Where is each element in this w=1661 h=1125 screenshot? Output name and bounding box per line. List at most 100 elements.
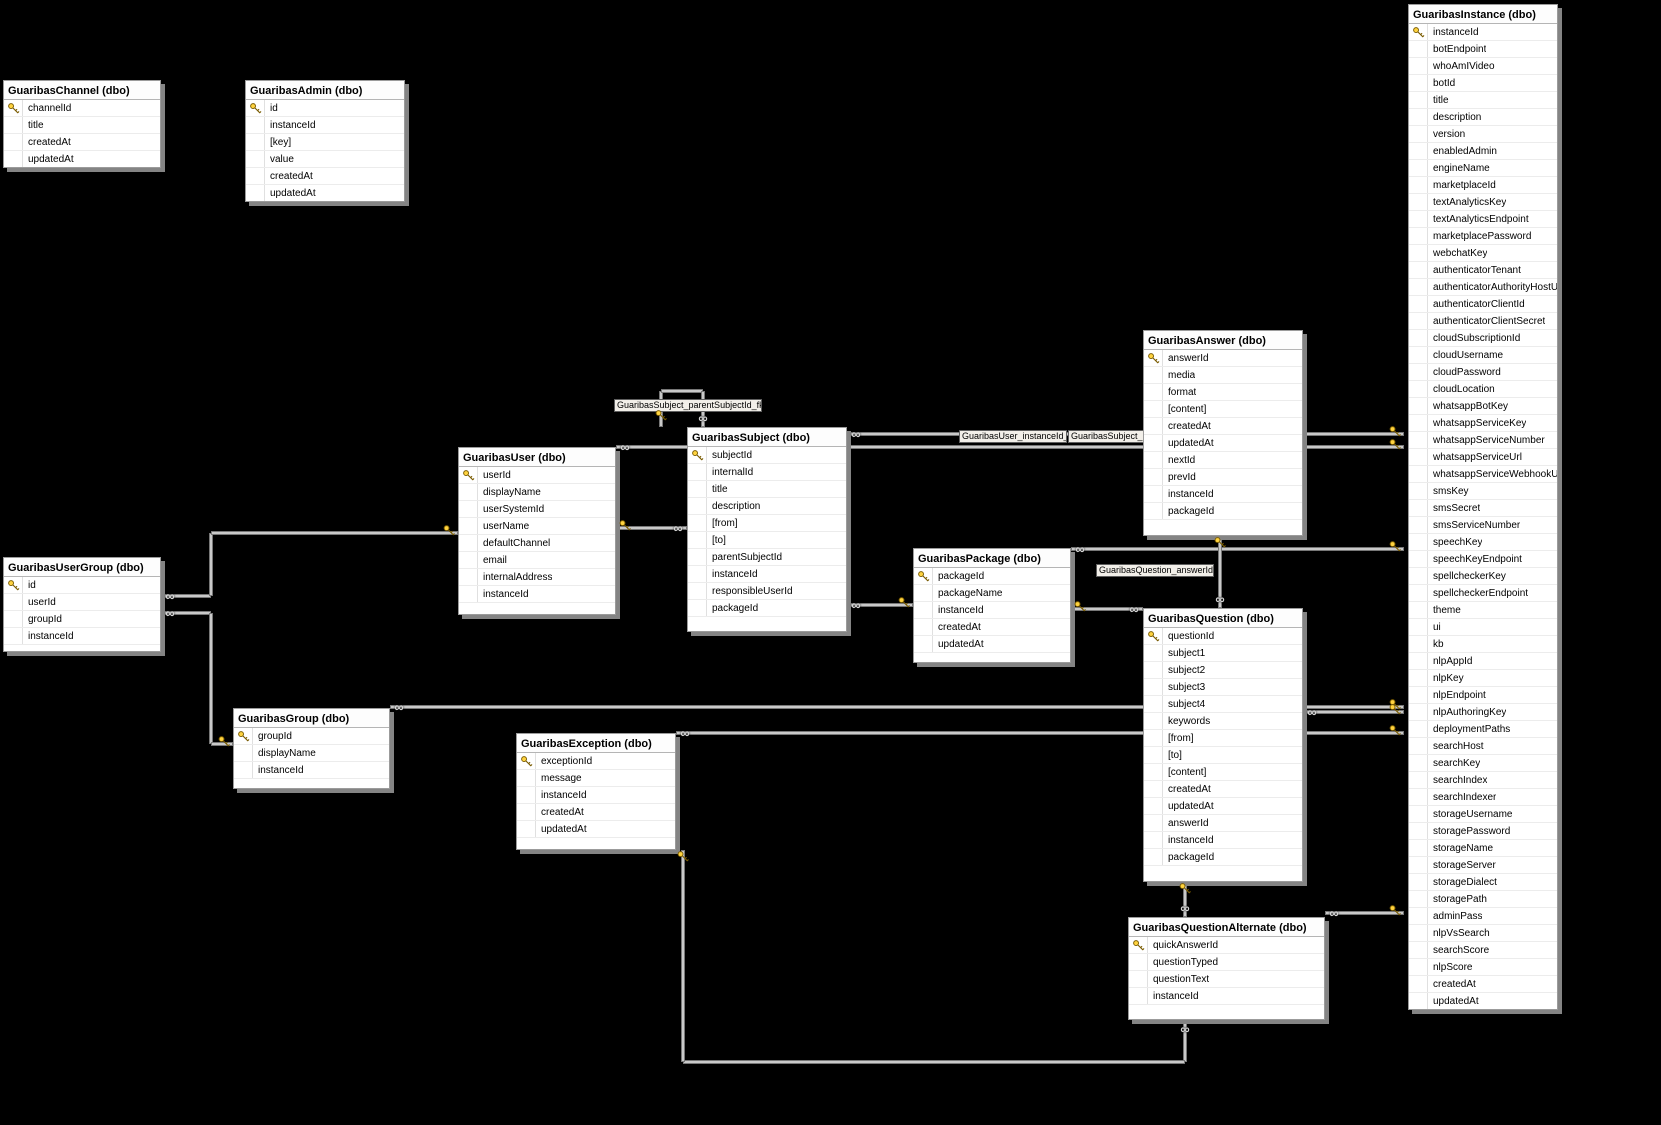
column-row[interactable]: botEndpoint (1409, 41, 1557, 58)
column-row[interactable]: speechKeyEndpoint (1409, 551, 1557, 568)
column-row[interactable]: answerId (1144, 815, 1302, 832)
relationship-line-rel-alternate-loop[interactable] (683, 1060, 1185, 1064)
column-row[interactable]: whatsappServiceNumber (1409, 432, 1557, 449)
column-row[interactable]: [key] (246, 134, 404, 151)
column-row[interactable]: updatedAt (914, 636, 1070, 653)
column-row[interactable]: adminPass (1409, 908, 1557, 925)
relationship-line-rel-user-instance[interactable] (616, 445, 1404, 449)
column-row[interactable]: botId (1409, 75, 1557, 92)
column-row[interactable]: storageName (1409, 840, 1557, 857)
relationship-line-rel-usergroup-user[interactable] (209, 533, 213, 596)
column-row[interactable]: instanceId (459, 586, 615, 603)
relationship-line-rel-usergroup-group[interactable] (161, 611, 211, 615)
table-title-guaribaschannel[interactable]: GuaribasChannel (dbo) (4, 81, 160, 100)
table-title-guaribasuser[interactable]: GuaribasUser (dbo) (459, 448, 615, 467)
column-row[interactable]: storageUsername (1409, 806, 1557, 823)
column-row[interactable]: nlpKey (1409, 670, 1557, 687)
column-row[interactable]: instanceId (688, 566, 846, 583)
column-row[interactable]: packageName (914, 585, 1070, 602)
column-row[interactable]: channelId (4, 100, 160, 117)
table-title-guaribassubject[interactable]: GuaribasSubject (dbo) (688, 428, 846, 447)
relationship-label[interactable]: GuaribasQuestion_answerId_fk (1096, 564, 1214, 577)
column-row[interactable]: nextId (1144, 452, 1302, 469)
column-row[interactable]: whatsappServiceUrl (1409, 449, 1557, 466)
column-row[interactable]: deploymentPaths (1409, 721, 1557, 738)
relationship-line-rel-group-instance[interactable] (390, 705, 1404, 709)
column-row[interactable]: spellcheckerKey (1409, 568, 1557, 585)
column-row[interactable]: userName (459, 518, 615, 535)
column-row[interactable]: searchIndex (1409, 772, 1557, 789)
table-title-guaribasadmin[interactable]: GuaribasAdmin (dbo) (246, 81, 404, 100)
column-row[interactable]: instanceId (4, 628, 160, 645)
column-row[interactable]: updatedAt (1409, 993, 1557, 1009)
column-row[interactable]: displayName (234, 745, 389, 762)
column-row[interactable]: prevId (1144, 469, 1302, 486)
relationship-line-rel-alternate-loop[interactable] (681, 850, 685, 1062)
table-title-guaribasquestion[interactable]: GuaribasQuestion (dbo) (1144, 609, 1302, 628)
column-row[interactable]: webchatKey (1409, 245, 1557, 262)
column-row[interactable]: nlpVsSearch (1409, 925, 1557, 942)
column-row[interactable]: packageId (1144, 503, 1302, 520)
column-row[interactable]: updatedAt (246, 185, 404, 201)
column-row[interactable]: cloudLocation (1409, 381, 1557, 398)
table-title-guaribasquestionalternate[interactable]: GuaribasQuestionAlternate (dbo) (1129, 918, 1324, 937)
column-row[interactable]: instanceId (517, 787, 675, 804)
relationship-label[interactable]: GuaribasUser_instanceId_fk (959, 430, 1067, 443)
column-row[interactable]: quickAnswerId (1129, 937, 1324, 954)
column-row[interactable]: storageServer (1409, 857, 1557, 874)
column-row[interactable]: smsServiceNumber (1409, 517, 1557, 534)
table-title-guaribasgroup[interactable]: GuaribasGroup (dbo) (234, 709, 389, 728)
relationship-label[interactable]: GuaribasSubject_parentSubjectId_fk (614, 399, 762, 412)
column-row[interactable]: packageId (1144, 849, 1302, 866)
column-row[interactable]: groupId (234, 728, 389, 745)
column-row[interactable]: whatsappServiceKey (1409, 415, 1557, 432)
relationship-line-rel-usergroup-group[interactable] (209, 613, 213, 744)
column-row[interactable]: enabledAdmin (1409, 143, 1557, 160)
column-row[interactable]: questionId (1144, 628, 1302, 645)
column-row[interactable]: kb (1409, 636, 1557, 653)
column-row[interactable]: authenticatorAuthorityHostUrl (1409, 279, 1557, 296)
column-row[interactable]: storagePath (1409, 891, 1557, 908)
column-row[interactable]: [from] (688, 515, 846, 532)
relationship-line-rel-package-question[interactable] (1071, 607, 1143, 611)
column-row[interactable]: subject2 (1144, 662, 1302, 679)
column-row[interactable]: exceptionId (517, 753, 675, 770)
column-row[interactable]: whatsappBotKey (1409, 398, 1557, 415)
column-row[interactable]: updatedAt (1144, 435, 1302, 452)
column-row[interactable]: ui (1409, 619, 1557, 636)
column-row[interactable]: id (4, 577, 160, 594)
column-row[interactable]: description (688, 498, 846, 515)
relationship-line-rel-answer-question[interactable] (1218, 536, 1222, 608)
column-row[interactable]: spellcheckerEndpoint (1409, 585, 1557, 602)
table-title-guaribasinstance[interactable]: GuaribasInstance (dbo) (1409, 5, 1557, 24)
column-row[interactable]: [from] (1144, 730, 1302, 747)
column-row[interactable]: [to] (688, 532, 846, 549)
column-row[interactable]: title (1409, 92, 1557, 109)
column-row[interactable]: createdAt (517, 804, 675, 821)
column-row[interactable]: displayName (459, 484, 615, 501)
column-row[interactable]: title (688, 481, 846, 498)
table-title-guaribasusergroup[interactable]: GuaribasUserGroup (dbo) (4, 558, 160, 577)
column-row[interactable]: speechKey (1409, 534, 1557, 551)
column-row[interactable]: media (1144, 367, 1302, 384)
column-row[interactable]: packageId (914, 568, 1070, 585)
column-row[interactable]: instanceId (914, 602, 1070, 619)
column-row[interactable]: packageId (688, 600, 846, 617)
column-row[interactable]: instanceId (1129, 988, 1324, 1005)
column-row[interactable]: instanceId (1144, 832, 1302, 849)
column-row[interactable]: questionText (1129, 971, 1324, 988)
table-title-guaribasexception[interactable]: GuaribasException (dbo) (517, 734, 675, 753)
column-row[interactable]: storagePassword (1409, 823, 1557, 840)
column-row[interactable]: createdAt (4, 134, 160, 151)
column-row[interactable]: smsSecret (1409, 500, 1557, 517)
relationship-line-rel-subject-user[interactable] (616, 526, 687, 530)
relationship-line-rel-usergroup-group[interactable] (211, 742, 233, 746)
column-row[interactable]: internalAddress (459, 569, 615, 586)
